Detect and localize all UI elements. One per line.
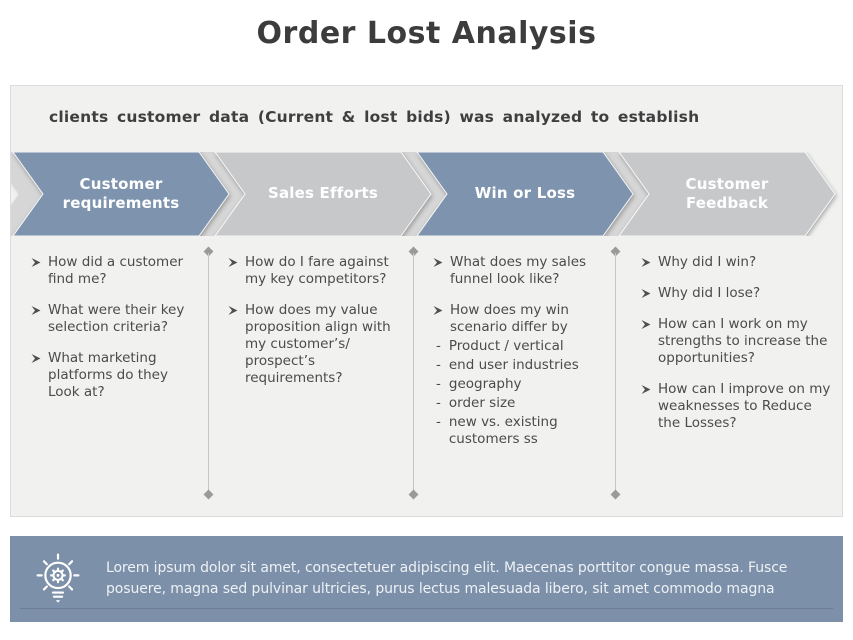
list-item: How do I fare against my key competitors… — [228, 254, 405, 288]
list-item-text: Why did I lose? — [658, 285, 761, 301]
list-item: What were their key selection criteria? — [31, 302, 202, 336]
list-item-text: How can I improve on my weaknesses to Re… — [658, 381, 831, 431]
column-divider — [610, 246, 621, 500]
list-item: How does my win scenario differ by — [433, 302, 609, 336]
divider-line — [615, 253, 616, 493]
list-item: - new vs. existing customers ss — [433, 414, 609, 448]
dash-bullet: - — [436, 414, 441, 430]
list-item: How does my value proposition align with… — [228, 302, 405, 387]
list-item-text: How do I fare against my key competitors… — [245, 254, 389, 287]
list-item-text: What were their key selection criteria? — [48, 302, 185, 335]
stage-arrow-win-or-loss — [416, 152, 634, 236]
list-item-text: Product / vertical — [448, 338, 564, 354]
dash-bullet: - — [436, 395, 441, 411]
list-item-text: How does my value proposition align with… — [245, 302, 391, 386]
column-customer-feedback: Why did I win? Why did I lose? How can I… — [615, 246, 844, 502]
footer-hairline — [20, 608, 833, 609]
divider-line — [208, 253, 209, 493]
stage-label-win-or-loss: Win or Loss — [474, 184, 576, 203]
dash-bullet: - — [436, 338, 441, 354]
page-title: Order Lost Analysis — [256, 16, 597, 51]
stage-arrow-customer-feedback — [618, 152, 836, 236]
column-customer-requirements: How did a customer find me? What were th… — [11, 246, 208, 502]
list-item: Why did I win? — [641, 254, 834, 271]
list-item: How did a customer find me? — [31, 254, 202, 288]
column-divider — [203, 246, 214, 500]
list-item-text: What marketing platforms do they Look at… — [48, 350, 168, 400]
analysis-panel: clients customer data (Current & lost bi… — [10, 85, 843, 517]
list-item: - geography — [433, 376, 609, 393]
chevron-arrows-graphic — [11, 152, 836, 236]
list-item: What marketing platforms do they Look at… — [31, 350, 202, 401]
stage-arrow-customer-requirements — [12, 152, 230, 236]
diamond-endpoint — [408, 489, 419, 500]
arrow-bullet-icon — [31, 350, 41, 364]
list-item-text: How does my win scenario differ by — [450, 302, 569, 335]
list-item: - order size — [433, 395, 609, 412]
arrow-bullet-icon — [641, 285, 651, 299]
arrow-bullet-icon — [228, 302, 238, 316]
lightbulb-gear-icon — [10, 548, 106, 610]
arrow-bullet-icon — [31, 254, 41, 268]
diamond-endpoint — [610, 489, 621, 500]
list-item: Why did I lose? — [641, 285, 834, 302]
list-item: How can I work on my strengths to increa… — [641, 316, 834, 367]
panel-subtitle: clients customer data (Current & lost bi… — [49, 108, 700, 126]
arrow-bullet-icon — [433, 302, 443, 316]
arrow-bullet-icon — [641, 381, 651, 395]
column-divider — [408, 246, 419, 500]
list-item-text: Why did I win? — [658, 254, 757, 270]
list-item: What does my sales funnel look like? — [433, 254, 609, 288]
arrow-bullet-icon — [433, 254, 443, 268]
list-item-text: new vs. existing customers ss — [448, 414, 558, 447]
dash-bullet: - — [436, 376, 441, 392]
arrow-bullet-icon — [31, 302, 41, 316]
arrow-bullet-icon — [641, 254, 651, 268]
list-item-text: How did a customer find me? — [48, 254, 184, 287]
process-arrows: Customer requirements Sales Efforts Win … — [11, 152, 844, 236]
arrow-bullet-icon — [641, 316, 651, 330]
list-item: - end user industries — [433, 357, 609, 374]
list-item-text: order size — [448, 395, 516, 411]
stage-label-customer-feedback: Customer Feedback — [685, 174, 769, 213]
list-item: - Product / vertical — [433, 338, 609, 355]
stage-label-customer-requirements: Customer requirements — [62, 174, 180, 213]
dash-bullet: - — [436, 357, 441, 373]
list-item-text: geography — [448, 376, 522, 392]
list-item-text: How can I work on my strengths to increa… — [658, 316, 828, 366]
list-item: How can I improve on my weaknesses to Re… — [641, 381, 834, 432]
arrow-bullet-icon — [228, 254, 238, 268]
list-item-text: end user industries — [448, 357, 579, 373]
list-item-text: What does my sales funnel look like? — [450, 254, 587, 287]
divider-line — [413, 253, 414, 493]
footer-text: Lorem ipsum dolor sit amet, consectetuer… — [106, 560, 788, 597]
stage-detail-columns: How did a customer find me? What were th… — [11, 246, 844, 502]
column-win-or-loss: What does my sales funnel look like? How… — [413, 246, 615, 502]
column-sales-efforts: How do I fare against my key competitors… — [208, 246, 413, 502]
stage-label-sales-efforts: Sales Efforts — [267, 184, 379, 203]
diamond-endpoint — [203, 489, 214, 500]
stage-arrow-sales-efforts — [214, 152, 432, 236]
footer-callout: Lorem ipsum dolor sit amet, consectetuer… — [10, 536, 843, 622]
